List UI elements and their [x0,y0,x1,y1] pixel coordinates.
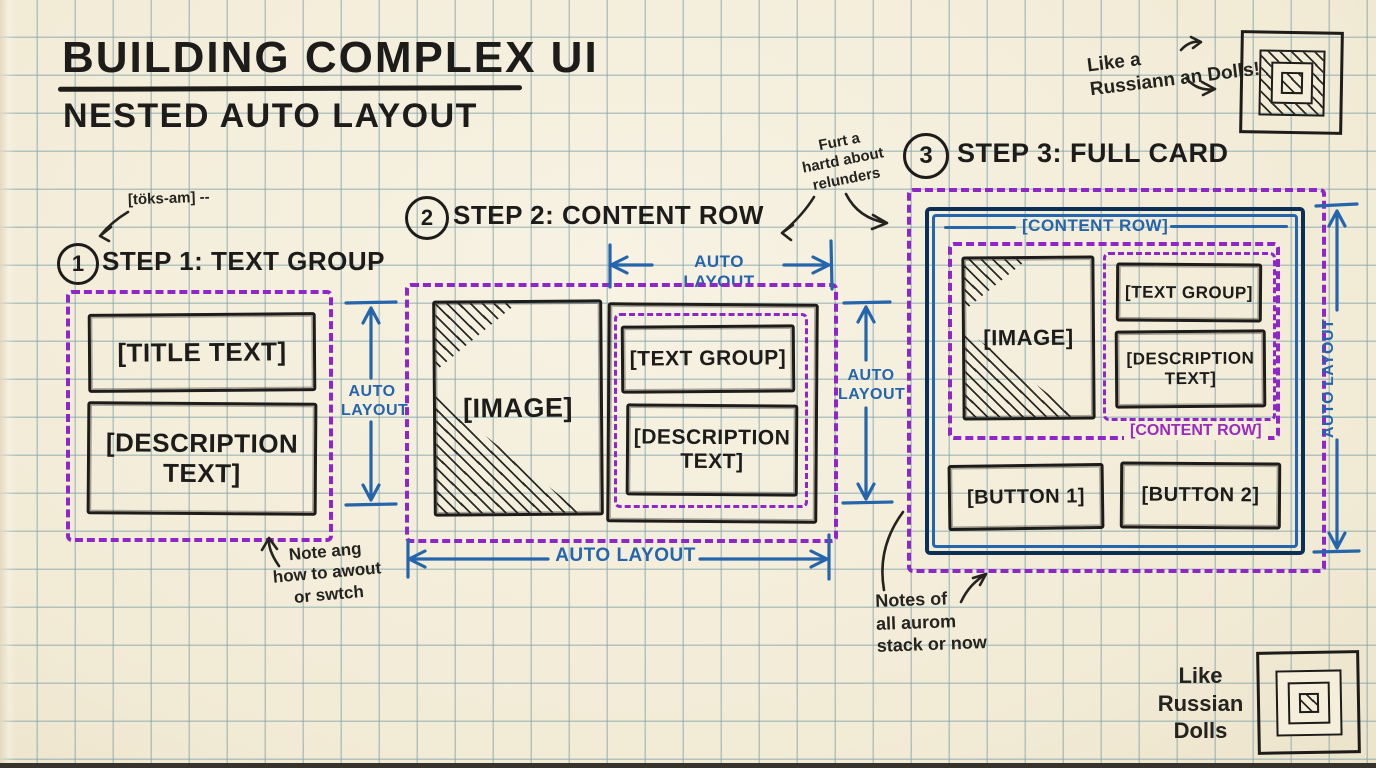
step1-description-text-label: [DESCRIPTION TEXT] [105,426,299,488]
nested-square-core [1298,692,1319,713]
step1-title-text-box: [TITLE TEXT] [87,312,317,393]
step2-textgroup-frame [614,313,808,508]
step1-autolayout-label: AUTO LAYOUT [341,383,409,420]
step1-title-text-label: [TITLE TEXT] [117,336,287,368]
step3-contentrow-bottom-label: [CONTENT ROW] [1124,422,1268,440]
step3-contentrow-frame [948,242,1280,440]
nested-square-plain [1274,668,1343,737]
step1-autolayout-frame [66,290,333,542]
stack-note: Notes of all aurom stack or now [874,588,988,656]
step2-text-group-box: [TEXT GROUP] [620,324,796,394]
contentrow-label-line-right [1170,225,1288,228]
step3-image-box: [IMAGE] [961,255,1096,421]
step3-text-group-label: [TEXT GROUP] [1125,282,1253,302]
step3-heading: STEP 3: FULL CARD [957,138,1229,168]
step3-button2-label: [BUTTON 2] [1141,483,1260,507]
nested-square-core [1280,71,1303,94]
step3-text-group-box: [TEXT GROUP] [1115,262,1263,323]
step3-description-label: [DESCRIPTION TEXT] [1126,348,1255,389]
step2-heading: STEP 2: CONTENT ROW [453,200,764,230]
nested-square-hatched [1257,48,1326,117]
step3-number: 3 [903,133,949,179]
step2-description-label: [DESCRIPTION TEXT] [633,425,791,474]
step3-contentrow-top-label: [CONTENT ROW] [1022,216,1169,235]
russian-dolls-note-bottom: Like Russian Dolls [1157,663,1244,743]
step1-description-text-box: [DESCRIPTION TEXT] [86,401,318,516]
stack-note-curve [881,510,905,592]
step2-right-autolayout-label: AUTO LAYOUT [838,367,906,404]
step1-number: 1 [57,243,99,285]
step3-textgroup-frame [1103,252,1276,421]
step2-description-box: [DESCRIPTION TEXT] [625,403,799,497]
nested-squares-icon [1256,650,1361,755]
scribble-note: [töks-am] -- [127,188,210,209]
contentrow-label-line-left [944,226,1016,229]
russian-dolls-note-top: Like a Russiann an Dolls! [1085,49,1262,101]
page-title: BUILDING COMPLEX UI [62,33,599,82]
step3-button1: [BUTTON 1] [947,462,1105,532]
page-subtitle: NESTED AUTO LAYOUT [63,97,478,135]
nested-square-mid [1287,681,1330,724]
step2-image-label: [IMAGE] [462,392,574,423]
step3-autolayout-label: AUTO LAYOUT [1320,318,1337,438]
title-underline [57,85,523,92]
step2-bottom-autolayout-label: AUTO LAYOUT [555,545,696,566]
step2-image-box: [IMAGE] [432,299,604,517]
torn-paper-edge [0,0,16,768]
step2-number: 2 [405,196,449,240]
step3-button1-label: [BUTTON 1] [966,484,1086,509]
step1-footnote: Note ang how to awout or swtch [272,538,382,607]
step3-card-box [925,207,1305,555]
step1-heading: STEP 1: TEXT GROUP [102,246,386,276]
nested-squares-icon [1239,30,1344,135]
step3-description-box: [DESCRIPTION TEXT] [1114,329,1267,409]
renders-note: Furt a hartd about relunders [800,129,885,194]
renders-arrow-left [780,195,816,242]
scribble-arrow [98,210,130,243]
step3-button2: [BUTTON 2] [1119,461,1282,530]
step2-text-group-label: [TEXT GROUP] [629,346,787,371]
renders-arrow-right [844,192,889,231]
step3-image-label: [IMAGE] [983,324,1074,351]
nested-square-plain [1270,61,1313,104]
paper-bottom-edge [0,763,1376,768]
